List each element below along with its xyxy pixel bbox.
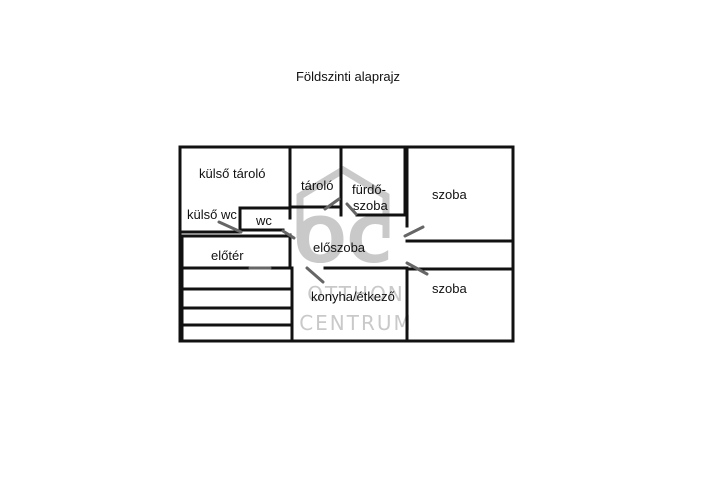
wall-szoba-bottom bbox=[405, 267, 515, 343]
walls bbox=[178, 145, 515, 343]
wall-furdoszoba bbox=[339, 145, 407, 217]
wall-eloter bbox=[180, 234, 292, 270]
room-label-eloszoba: előszoba bbox=[313, 240, 366, 255]
watermark-line2: CENTRUM bbox=[299, 311, 413, 335]
door-swing bbox=[323, 197, 341, 211]
room-label-szoba-top: szoba bbox=[432, 187, 467, 202]
room-label-kulso-wc: külső wc bbox=[187, 207, 237, 222]
door-swing bbox=[403, 225, 425, 238]
room-label-kulso-tarolo: külső tároló bbox=[199, 166, 265, 181]
room-label-furdoszoba-1: fürdő- bbox=[352, 182, 386, 197]
room-label-szoba-bottom: szoba bbox=[432, 281, 467, 296]
plan-title: Földszinti alaprajz bbox=[296, 69, 400, 84]
wall-konyha bbox=[290, 266, 409, 343]
wall-szoba-top bbox=[405, 148, 515, 243]
stairs bbox=[180, 266, 294, 343]
room-label-tarolo: tároló bbox=[301, 178, 334, 193]
wall-wc bbox=[238, 206, 292, 232]
room-label-furdoszoba-2: szoba bbox=[353, 198, 388, 213]
door-swings bbox=[217, 197, 429, 284]
door-swing bbox=[217, 220, 243, 234]
door-swing bbox=[405, 261, 429, 276]
door-swing bbox=[345, 202, 358, 216]
room-label-konyha: konyha/étkező bbox=[311, 289, 395, 304]
watermark-line1: OTTHON bbox=[307, 282, 405, 306]
door-swing bbox=[281, 229, 296, 240]
room-label-eloter: előtér bbox=[211, 248, 244, 263]
watermark-house-icon bbox=[296, 165, 390, 238]
door-swing bbox=[305, 266, 325, 284]
outer-wall bbox=[178, 145, 515, 343]
room-label-wc: wc bbox=[255, 213, 272, 228]
